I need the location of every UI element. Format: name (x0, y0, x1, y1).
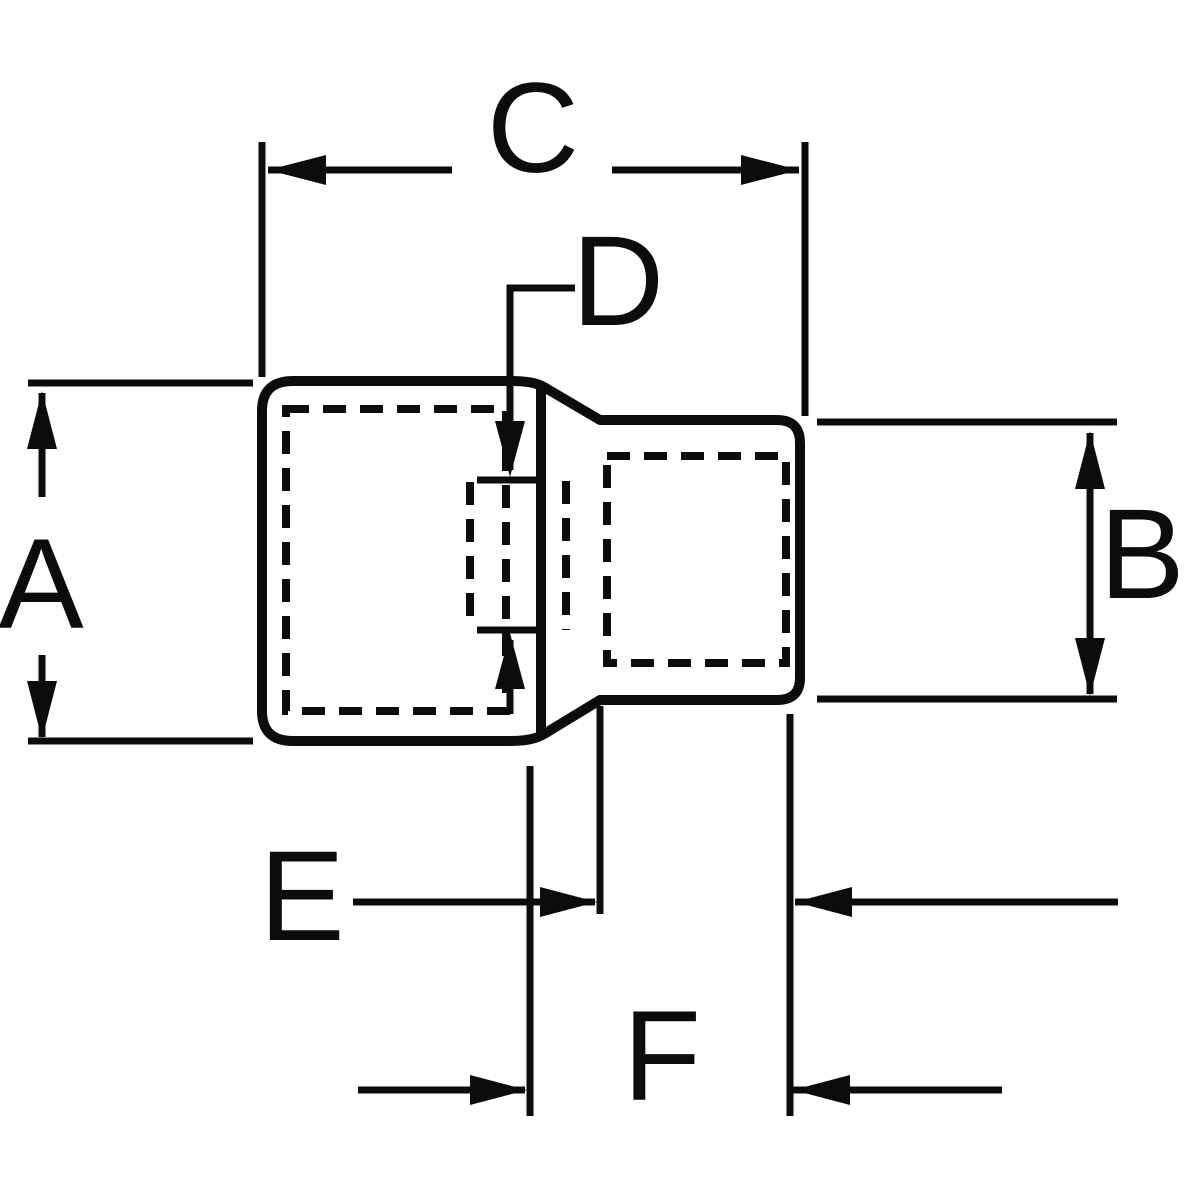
dim-c-arrow-left (268, 155, 326, 185)
dim-c-arrow-right (741, 155, 799, 185)
dim-f-arrow-right (470, 1075, 527, 1105)
dim-d-arrow-up (495, 633, 525, 689)
part-outline (257, 376, 805, 746)
dim-b-arrow-bottom (1075, 638, 1105, 696)
dim-e-arrow-right (540, 887, 597, 917)
dimension-label-f: F (623, 985, 701, 1128)
dimension-d: D (477, 210, 664, 714)
dimension-label-d: D (572, 210, 664, 353)
dimension-e: E (259, 706, 1118, 968)
dim-f-arrow-left (793, 1075, 850, 1105)
dimension-f: F (358, 714, 1002, 1128)
dim-d-arrow-down (495, 421, 525, 477)
nose-opening-hidden-line (603, 452, 790, 667)
dim-e-arrow-left (795, 887, 852, 917)
part-view (257, 376, 805, 746)
dim-a-arrow-top (27, 391, 57, 449)
dim-b-arrow-top (1075, 431, 1105, 489)
dimension-label-e: E (259, 825, 344, 968)
dimension-label-c: C (487, 57, 579, 200)
dimension-b: B (817, 418, 1185, 703)
dim-d-leader (506, 284, 575, 470)
dim-a-arrow-bottom (27, 681, 57, 739)
dimension-c: C (258, 57, 809, 416)
dimension-label-b: B (1099, 483, 1184, 626)
dimension-label-a: A (0, 513, 84, 656)
dimension-a: A (0, 379, 253, 745)
drive-hole-hidden-line (282, 405, 510, 715)
